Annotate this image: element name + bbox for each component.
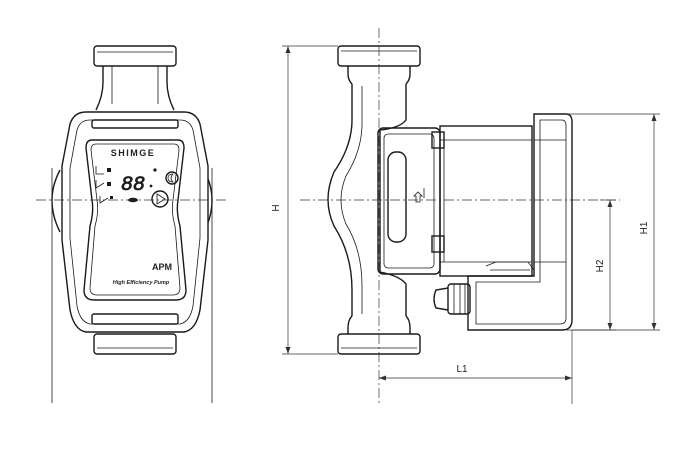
tagline-label: High Efficiency Pump	[113, 280, 170, 286]
control-box-body	[61, 111, 209, 333]
volute-right-profile	[379, 84, 407, 316]
motor-housing	[377, 125, 533, 277]
cable-gland	[433, 283, 471, 315]
mode-curve-icon-1	[95, 166, 104, 175]
mode-curve-icon-2	[95, 180, 105, 189]
volute-inner-profile	[340, 86, 363, 314]
mode-indicators	[95, 166, 113, 204]
dim-l1-label: L1	[456, 364, 468, 375]
model-label: APM	[152, 262, 172, 272]
brand-label: SHIMGE	[111, 148, 156, 158]
dimension-lines	[282, 45, 660, 404]
mode-led-1	[107, 168, 111, 172]
dim-h2-label: H2	[595, 259, 606, 272]
front-view: SHIMGE 88 APM High Effici	[36, 45, 228, 403]
control-box-side	[467, 113, 573, 331]
unit-dot	[149, 184, 153, 188]
digit-display: 88	[121, 174, 145, 197]
bottom-flange	[93, 333, 177, 355]
mode-curve-icon-3	[99, 196, 109, 204]
mode-led-2	[107, 182, 111, 186]
select-button[interactable]	[151, 190, 169, 208]
dim-h1-label: H1	[639, 221, 650, 234]
mode-led-3	[110, 196, 113, 199]
status-dot	[153, 168, 157, 172]
dim-h-label: H	[271, 204, 282, 211]
top-flange	[93, 45, 177, 111]
night-mode-icon	[165, 171, 179, 185]
volute-left-profile	[327, 84, 353, 316]
side-view	[300, 28, 620, 404]
